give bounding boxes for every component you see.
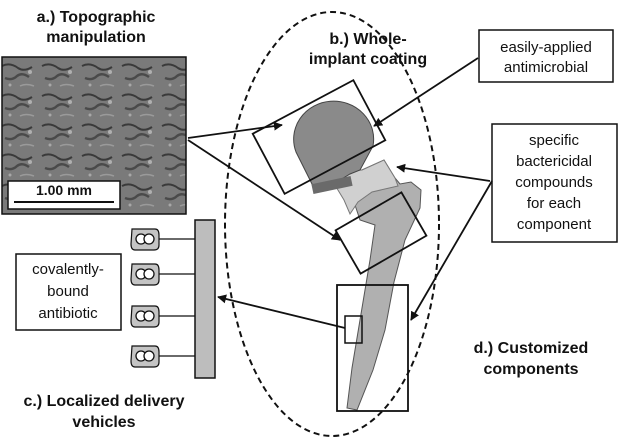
antibiotic-molecule: [130, 345, 160, 368]
antibiotic-molecule: [130, 305, 160, 328]
bactericidal-line1: specific: [529, 132, 580, 149]
bactericidal-line2: bactericidal: [516, 153, 592, 170]
arrow-stem-to-vehicle: [217, 294, 346, 329]
scale-bar-label: 1.00 mm: [36, 182, 92, 198]
arrow-bactericidal-to-stem: [410, 180, 493, 321]
vehicle-bar: [194, 219, 216, 379]
antimicrobial-box: [478, 29, 614, 83]
callout-antimicrobial: easily-applied antimicrobial: [478, 29, 614, 83]
arrow-coating-to-head: [373, 57, 479, 127]
label-c-line2: vehicles: [72, 414, 135, 431]
label-d-line2: components: [483, 361, 578, 378]
arrow-topo-to-head: [187, 121, 283, 139]
stem-detail-box: [344, 315, 363, 344]
antimicrobial-line1: easily-applied: [500, 39, 592, 56]
label-b-line1: b.) Whole-: [329, 31, 406, 48]
bactericidal-line3: compounds: [515, 174, 593, 191]
label-b-line2: implant coating: [309, 51, 427, 68]
bactericidal-box: [491, 123, 618, 243]
delivery-vehicle: [130, 219, 216, 379]
stem-outline-box: [336, 284, 409, 412]
antibiotic-line3: antibiotic: [38, 305, 98, 322]
antibiotic-molecule: [130, 263, 160, 286]
antibiotic-molecule: [130, 228, 160, 251]
label-d-line1: d.) Customized: [474, 340, 589, 357]
bactericidal-line5: component: [517, 216, 592, 233]
callout-bactericidal: specific bactericidal compounds for each…: [491, 123, 618, 243]
label-a-line2: manipulation: [46, 29, 146, 46]
label-a-line1: a.) Topographic: [37, 9, 156, 26]
bactericidal-line4: for each: [527, 195, 581, 212]
scale-bar-box: [7, 180, 121, 210]
antibiotic-line1: covalently-: [32, 261, 104, 278]
arrows: [187, 57, 493, 329]
implant-boundary-ellipse: [224, 11, 440, 437]
hip-implant: [293, 100, 422, 411]
head-outline-box: [251, 79, 387, 195]
head-collar: [311, 175, 353, 195]
arrow-topo-to-neck: [187, 139, 341, 241]
callout-antibiotic: covalently- bound antibiotic: [15, 253, 122, 331]
topographic-section: a.) Topographic manipulation 1.00 mm: [1, 9, 187, 215]
arrow-bactericidal-to-neck: [396, 163, 491, 182]
antibiotic-box: [15, 253, 122, 331]
label-c-line1: c.) Localized delivery: [24, 393, 185, 410]
neck-outline-box: [334, 191, 428, 275]
antimicrobial-line2: antimicrobial: [504, 59, 588, 76]
antibiotic-line2: bound: [47, 283, 89, 300]
